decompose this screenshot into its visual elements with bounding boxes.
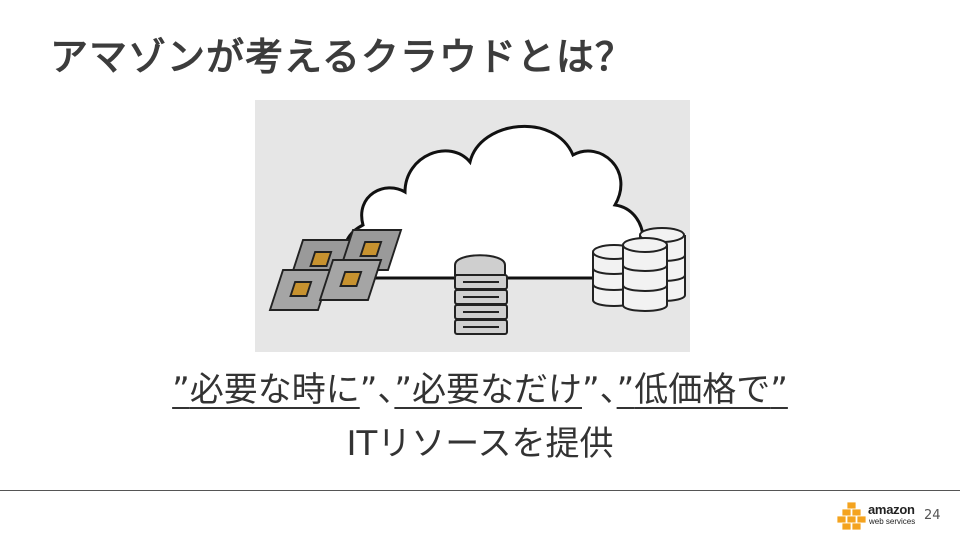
cpu-chips-icon [268,229,403,311]
quote-close-3: ” [770,370,788,410]
tagline-line-2: ITリソースを提供 [346,424,614,464]
server-stack-icon [454,254,508,335]
database-icon [592,227,686,312]
logo-wordmark: amazon [868,502,915,517]
logo-subtext: web services [869,517,916,526]
tagline-line-1: ”必要な時に”、”必要なだけ”、”低価格で” [0,362,960,411]
quote-open-1: ” [172,370,190,410]
slide-title: アマゾンが考えるクラウドとは？ [50,35,634,79]
aws-logo: amazon web services [837,500,917,532]
phrase-when-needed: 必要な時に [189,370,360,410]
quote-open-3: ” [616,370,635,410]
quote-close-2: ”、 [582,370,617,410]
quote-open-2: ” [394,370,412,410]
phrase-low-price: 低価格で [634,370,771,410]
aws-cubes-icon [837,501,867,530]
footer-divider [0,490,960,491]
quote-close-1: ”、 [359,370,395,410]
cloud-infrastructure-illustration [255,100,690,352]
page-number: 24 [924,508,941,523]
phrase-as-much-as-needed: 必要なだけ [412,370,582,410]
